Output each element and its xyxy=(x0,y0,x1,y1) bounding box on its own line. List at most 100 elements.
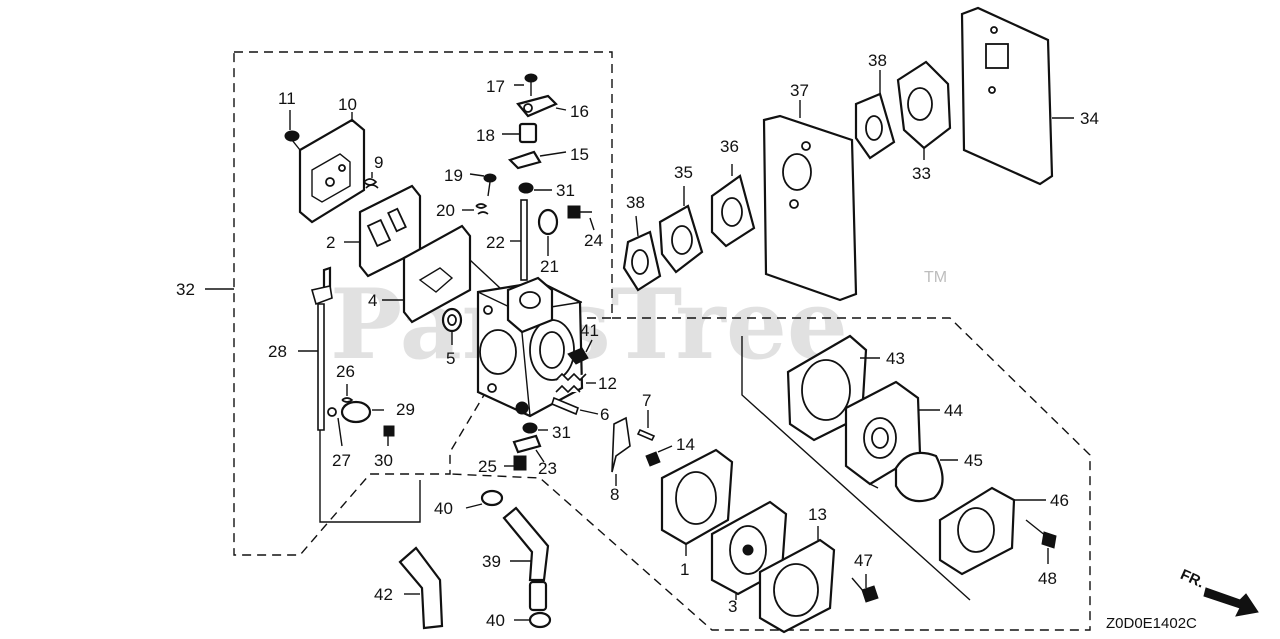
callout-31-top: 31 xyxy=(556,181,575,200)
part-46-primer-bulb xyxy=(894,451,958,503)
callout-7: 7 xyxy=(642,391,651,410)
carburetor-body xyxy=(476,276,584,418)
part-35-gasket xyxy=(658,186,704,274)
part-44-pump-body xyxy=(844,380,940,489)
callout-16: 16 xyxy=(570,102,589,121)
part-9-spring xyxy=(363,172,379,189)
callout-11: 11 xyxy=(278,89,296,108)
part-4-diaphragm xyxy=(382,224,501,324)
callout-12: 12 xyxy=(598,374,617,393)
part-42-hose xyxy=(398,546,444,630)
part-48-screw xyxy=(1025,519,1057,564)
callout-4: 4 xyxy=(368,291,377,310)
callout-28: 28 xyxy=(268,342,287,361)
part-34-cover-plate xyxy=(960,6,1074,186)
part-20-spring xyxy=(462,203,489,215)
part-41-fitting xyxy=(567,339,593,365)
part-31-washer-bottom xyxy=(522,422,548,434)
callout-3: 3 xyxy=(728,597,737,616)
callout-47: 47 xyxy=(854,551,873,570)
callout-19: 19 xyxy=(444,166,463,185)
callout-26: 26 xyxy=(336,362,355,381)
part-38-gasket-left xyxy=(622,215,662,292)
part-18-bushing xyxy=(502,122,538,144)
callout-2: 2 xyxy=(326,233,335,252)
part-19-screw xyxy=(469,173,497,197)
part-14-screw xyxy=(645,445,673,467)
callout-17: 17 xyxy=(486,77,505,96)
callout-45: 45 xyxy=(964,451,983,470)
part-33-elbow xyxy=(896,60,952,160)
callout-29: 29 xyxy=(396,400,415,419)
part-30-screw xyxy=(383,425,395,446)
part-11-screw xyxy=(284,110,301,151)
callout-9: 9 xyxy=(374,153,383,172)
callout-44: 44 xyxy=(944,401,963,420)
part-5-seal xyxy=(441,307,463,345)
part-25-fitting xyxy=(504,455,527,471)
part-36-spacer xyxy=(710,164,756,248)
part-7-pin xyxy=(636,410,656,442)
callout-8: 8 xyxy=(610,485,619,504)
callout-35: 35 xyxy=(674,163,693,182)
direction-label: FR. xyxy=(1178,566,1207,591)
part-27-pin xyxy=(327,407,343,447)
callout-40-top: 40 xyxy=(434,499,453,518)
callout-24: 24 xyxy=(584,231,603,250)
part-39-hose xyxy=(502,506,550,612)
part-23-lever xyxy=(512,434,545,463)
callout-48: 48 xyxy=(1038,569,1057,588)
callout-39: 39 xyxy=(482,552,501,571)
part-10-cover xyxy=(298,118,366,224)
diagram-code: Z0D0E1402C xyxy=(1106,615,1197,632)
part-21-disc xyxy=(537,208,559,256)
callout-38-left: 38 xyxy=(626,193,645,212)
part-28-shaft xyxy=(298,266,333,431)
callout-30: 30 xyxy=(374,451,393,470)
part-24-screw xyxy=(567,205,595,231)
bracket-28 xyxy=(319,430,421,523)
callout-43: 43 xyxy=(886,349,905,368)
callout-1: 1 xyxy=(680,560,689,579)
callout-33: 33 xyxy=(912,164,931,183)
callout-27: 27 xyxy=(332,451,351,470)
callout-46: 46 xyxy=(1050,491,1069,510)
callout-36: 36 xyxy=(720,137,739,156)
part-22-shaft xyxy=(510,199,528,281)
callout-15: 15 xyxy=(570,145,589,164)
part-40-clamp-top xyxy=(465,489,504,509)
callout-25: 25 xyxy=(478,457,497,476)
part-47-screw xyxy=(851,574,879,603)
callout-32: 32 xyxy=(176,280,195,299)
part-40-clamp-bottom xyxy=(514,611,552,629)
callout-5: 5 xyxy=(446,349,455,368)
callout-10: 10 xyxy=(338,95,357,114)
part-8-lever xyxy=(611,416,631,486)
part-29-disc xyxy=(340,400,384,424)
callout-13: 13 xyxy=(808,505,827,524)
direction-arrow xyxy=(1203,587,1259,617)
group-outline-pump xyxy=(449,317,1091,631)
callout-34: 34 xyxy=(1080,109,1099,128)
callout-37: 37 xyxy=(790,81,809,100)
callout-18: 18 xyxy=(476,126,495,145)
part-6-needle xyxy=(551,396,599,416)
part-16-lever xyxy=(516,94,567,118)
callout-42: 42 xyxy=(374,585,393,604)
callout-21: 21 xyxy=(540,257,559,276)
part-45-retainer xyxy=(938,486,1046,576)
callout-38-right: 38 xyxy=(868,51,887,70)
callout-23: 23 xyxy=(538,459,557,478)
part-1-gasket xyxy=(660,448,734,556)
callout-20: 20 xyxy=(436,201,455,220)
callout-31-bottom: 31 xyxy=(552,423,571,442)
part-2-gasket xyxy=(344,184,422,278)
callout-41: 41 xyxy=(580,321,599,340)
part-31-washer-top xyxy=(518,182,552,194)
part-17-screw xyxy=(514,73,538,96)
part-38-gasket-right xyxy=(854,70,896,160)
group-outline-carburetor xyxy=(233,51,613,556)
part-37-plate xyxy=(762,100,858,302)
callout-22: 22 xyxy=(486,233,505,252)
